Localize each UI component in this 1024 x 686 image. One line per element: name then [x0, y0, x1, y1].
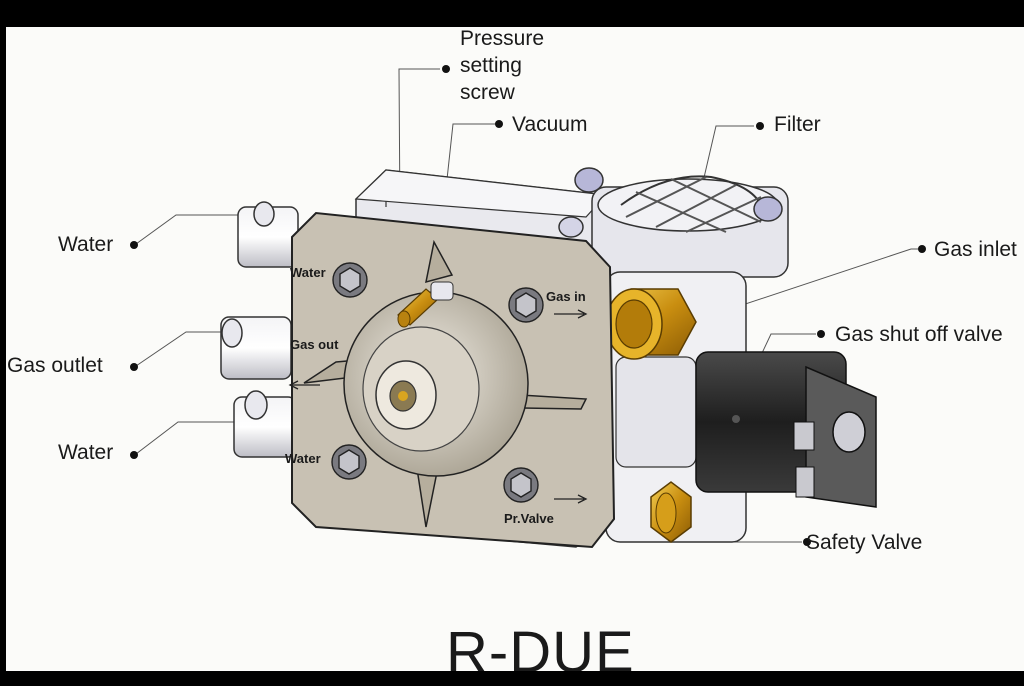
label-water-bottom: Water: [58, 441, 114, 464]
gas-outlet-pipe: [220, 316, 292, 380]
regulator-drawing: Water Gas out Water Gas in Pr.Valve: [130, 65, 926, 549]
gas-inlet-fitting: [605, 288, 697, 360]
water-pipe-bottom: [233, 390, 297, 458]
plate-text-pr-valve: Pr.Valve: [504, 511, 554, 526]
label-pressure-line3: screw: [460, 81, 515, 104]
plate-text-gas-out: Gas out: [290, 337, 339, 352]
plate-text-gas-in: Gas in: [546, 289, 586, 304]
vacuum-nipple: [397, 281, 454, 328]
label-gas-outlet: Gas outlet: [7, 354, 103, 377]
plate-text-water-top: Water: [290, 265, 326, 280]
label-filter: Filter: [774, 113, 821, 136]
diagram-title: R-DUE: [446, 620, 635, 671]
diaphragm-cover: [303, 239, 588, 528]
safety-valve-nut: [650, 481, 692, 543]
plate-text-water-bottom: Water: [285, 451, 321, 466]
label-water-top: Water: [58, 233, 114, 256]
label-pressure-line1: Pressure: [460, 27, 545, 50]
label-vacuum: Vacuum: [512, 113, 588, 136]
label-safety-valve: Safety Valve: [806, 531, 923, 554]
label-pressure-setting-screw: Pressure setting screw: [460, 27, 544, 106]
diagram-canvas: Water Gas out Water Gas in Pr.Valve Pres…: [6, 27, 1024, 671]
label-gas-shut-off-valve: Gas shut off valve: [835, 323, 1003, 346]
label-pressure-line2: setting: [460, 54, 522, 77]
leader-dots: [130, 65, 926, 546]
plate-bolts: [331, 262, 544, 503]
plate-arrows: [288, 309, 588, 504]
label-gas-inlet: Gas inlet: [934, 238, 1017, 261]
solenoid-coil: [695, 351, 877, 508]
water-pipe-top: [237, 201, 299, 268]
